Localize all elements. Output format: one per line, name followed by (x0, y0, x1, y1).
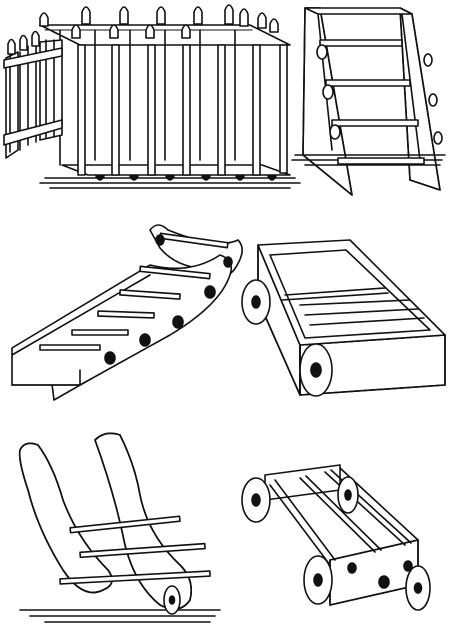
small-wheeled-cart-frame (241, 464, 431, 611)
slanted-ladder-stand (291, 7, 446, 196)
curved-rocker-ladder (11, 224, 243, 401)
curved-wooden-rocker-sled (18, 432, 221, 623)
peg-frame-with-side-panel (3, 4, 301, 189)
wheeled-box-cart (241, 239, 446, 397)
